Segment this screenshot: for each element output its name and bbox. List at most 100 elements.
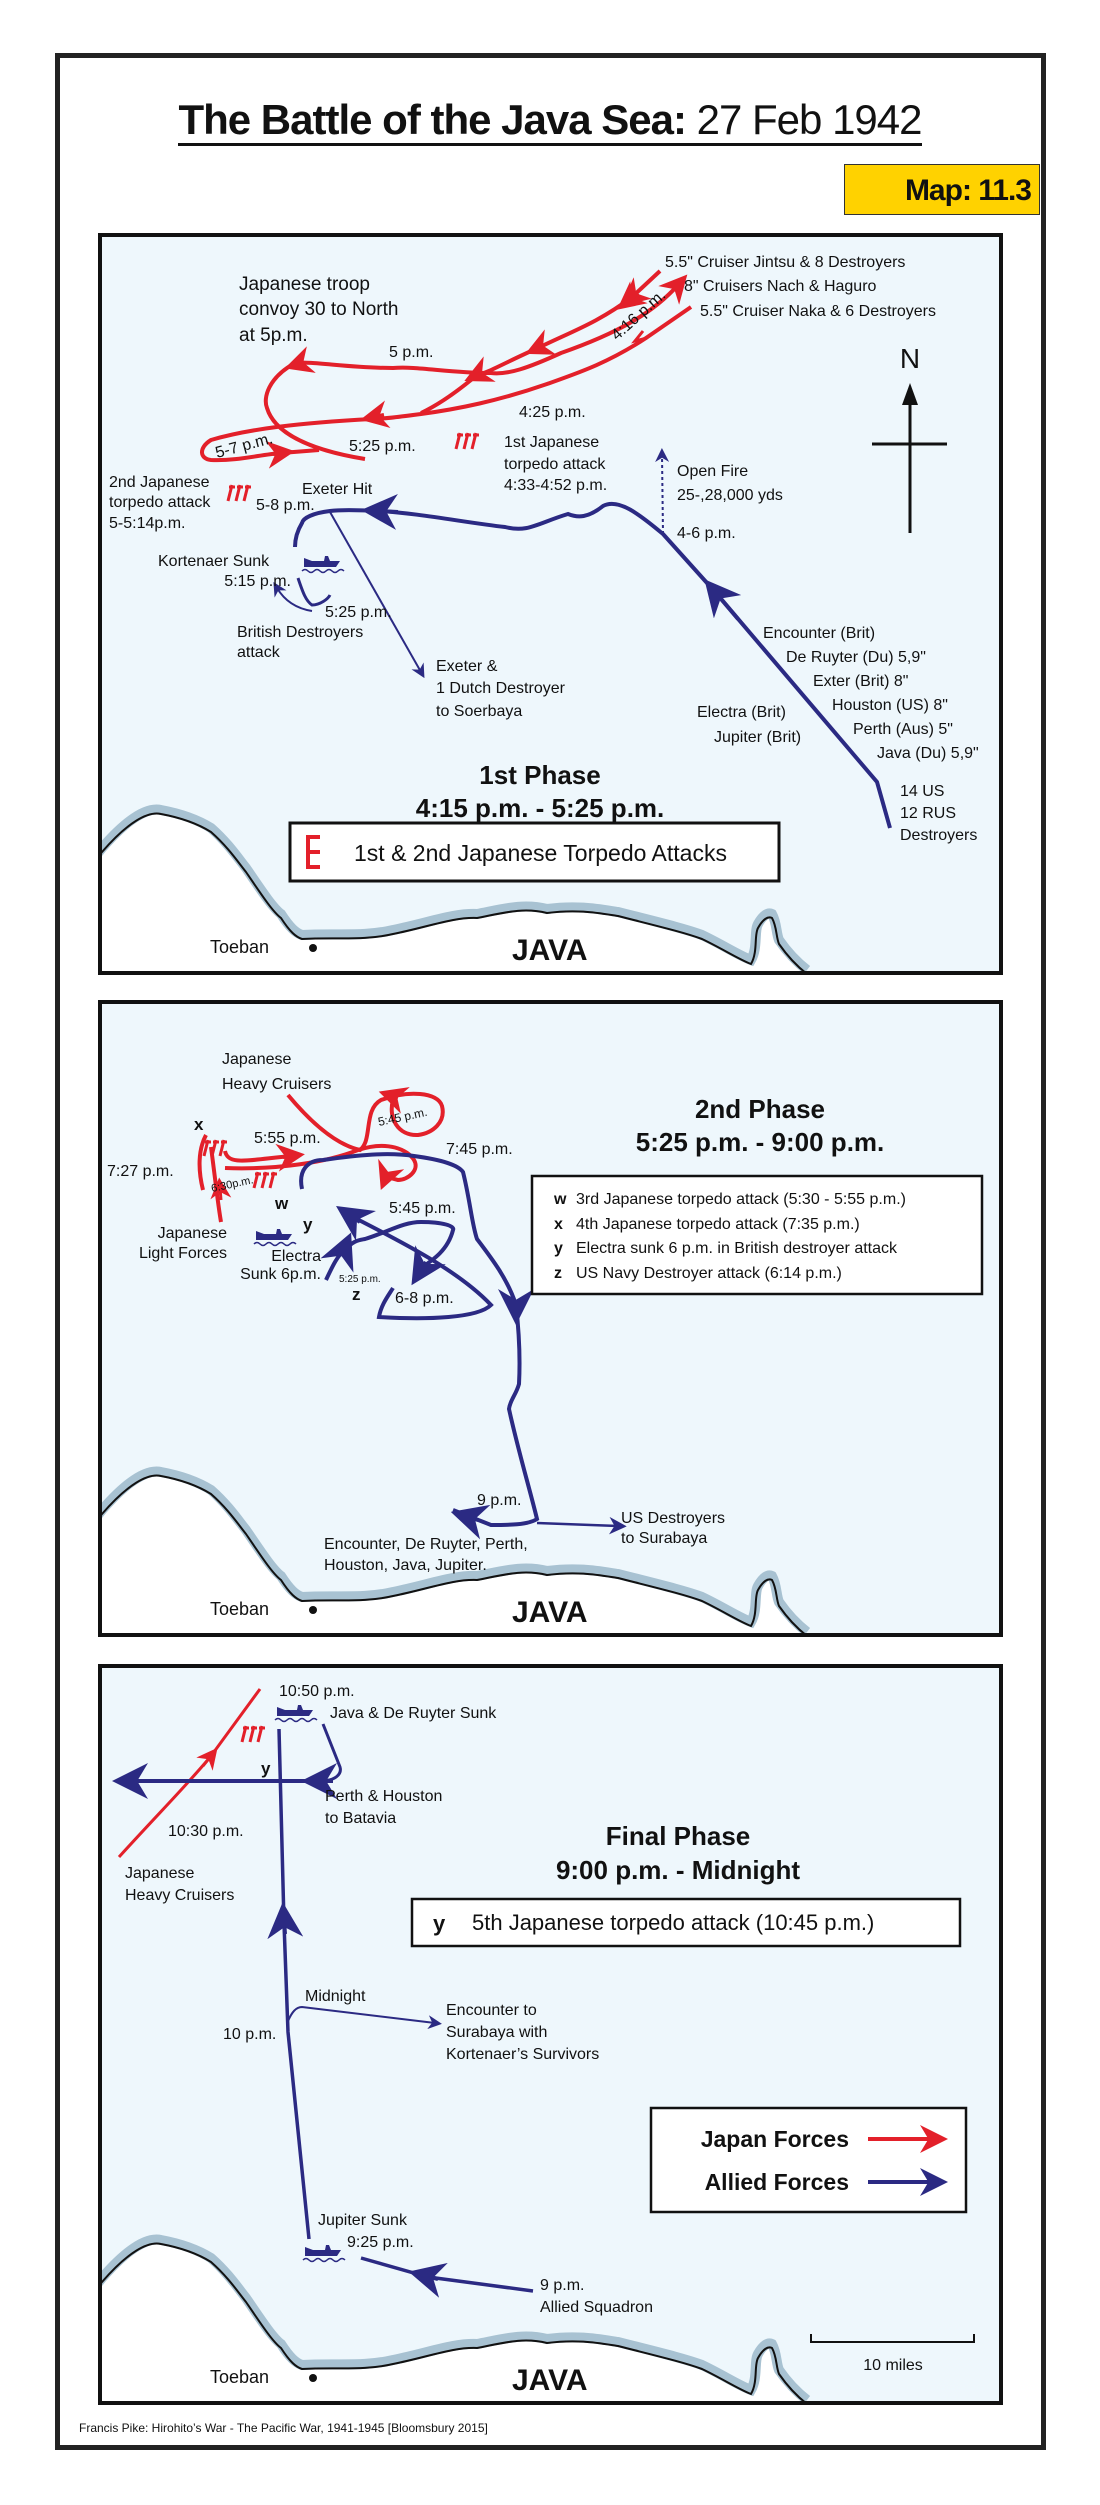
squadron-2: Allied Squadron bbox=[540, 2299, 653, 2316]
heavy-cruisers-1: Japanese bbox=[125, 1865, 194, 1882]
title-date: 27 Feb 1942 bbox=[696, 96, 923, 143]
destroyers-1: 14 US bbox=[900, 783, 944, 800]
allied-ship-6: Java (Du) 5,9" bbox=[877, 745, 979, 762]
torpedo-legend: 1st & 2nd Japanese Torpedo Attacks bbox=[288, 821, 781, 883]
exeter-hit: Exeter Hit bbox=[302, 481, 373, 498]
scale-bar bbox=[810, 2334, 975, 2343]
allied-forces-label: Allied Forces bbox=[705, 2169, 849, 2195]
map-number-badge: Map: 11.3 bbox=[844, 164, 1040, 215]
convoy-label-3: at 5p.m. bbox=[239, 325, 308, 346]
phase-2-time: 5:25 p.m. - 9:00 p.m. bbox=[636, 1127, 885, 1157]
squadron-1: 9 p.m. bbox=[540, 2277, 584, 2294]
legend-key-x: x bbox=[554, 1216, 563, 1233]
toeban-label: Toeban bbox=[210, 2367, 269, 2387]
time-555: 5:55 p.m. bbox=[254, 1130, 321, 1147]
final-phase-map: 10:50 p.m. Java & De Ruyter Sunk y Perth… bbox=[98, 1664, 1003, 2405]
first-attack-1: 1st Japanese bbox=[504, 434, 599, 451]
toeban-label: Toeban bbox=[210, 1599, 269, 1619]
java-label: JAVA bbox=[512, 2364, 588, 2397]
naka-label: 5.5" Cruiser Naka & 6 Destroyers bbox=[700, 303, 936, 320]
attack-legend: y 5th Japanese torpedo attack (10:45 p.m… bbox=[410, 1897, 962, 1948]
light-forces-2: Light Forces bbox=[139, 1245, 227, 1262]
final-phase-time: 9:00 p.m. - Midnight bbox=[556, 1855, 800, 1885]
phase-1-time: 4:15 p.m. - 5:25 p.m. bbox=[416, 793, 665, 823]
phase-2-map: Japanese Heavy Cruisers 2nd Phase 5:25 p… bbox=[98, 1000, 1003, 1637]
final-phase-title: Final Phase bbox=[606, 1821, 751, 1851]
electra-label: Electra (Brit) bbox=[697, 704, 786, 721]
nachi-haguro-label: 8" Cruisers Nach & Haguro bbox=[684, 278, 877, 295]
north-arrow: N bbox=[872, 343, 947, 533]
destroyers-3: Destroyers bbox=[900, 827, 977, 844]
british-2: attack bbox=[237, 644, 281, 661]
second-attack-2: torpedo attack bbox=[109, 494, 211, 511]
allied-group-2: Houston, Java, Jupiter. bbox=[324, 1557, 487, 1574]
time-6-8: 6-8 p.m. bbox=[395, 1290, 454, 1307]
perth-houston-2: to Batavia bbox=[325, 1810, 396, 1827]
scale-label: 10 miles bbox=[863, 2357, 923, 2374]
kortenaer-1: Kortenaer Sunk bbox=[158, 553, 270, 570]
time-745: 7:45 p.m. bbox=[446, 1141, 513, 1158]
time-727: 7:27 p.m. bbox=[107, 1163, 174, 1180]
heavy-cruisers-2: Heavy Cruisers bbox=[222, 1076, 331, 1093]
time-4-6: 4-6 p.m. bbox=[677, 525, 736, 542]
second-attack-1: 2nd Japanese bbox=[109, 474, 210, 491]
open-fire-1: Open Fire bbox=[677, 463, 748, 480]
marker-z: z bbox=[352, 1285, 361, 1304]
first-attack-2: torpedo attack bbox=[504, 456, 606, 473]
jupiter-sunk-1: Jupiter Sunk bbox=[318, 2212, 408, 2229]
allied-ship-3: Exter (Brit) 8" bbox=[813, 673, 908, 690]
convoy-label-1: Japanese troop bbox=[239, 274, 370, 295]
time-1050: 10:50 p.m. bbox=[279, 1683, 355, 1700]
allied-tracks bbox=[112, 1723, 534, 2298]
java-label: JAVA bbox=[512, 934, 588, 967]
japan-forces-label: Japan Forces bbox=[701, 2126, 849, 2152]
first-attack-3: 4:33-4:52 p.m. bbox=[504, 477, 607, 494]
time-525: 5:25 p.m. bbox=[339, 1274, 381, 1285]
exeter-2: 1 Dutch Destroyer bbox=[436, 680, 566, 697]
phase-1-title: 1st Phase bbox=[479, 760, 600, 790]
second-attack-3: 5-5:14p.m. bbox=[109, 515, 185, 532]
forces-legend: Japan Forces Allied Forces bbox=[649, 2106, 968, 2214]
title-main: The Battle of the Java Sea: bbox=[178, 96, 686, 143]
jintsu-label: 5.5" Cruiser Jintsu & 8 Destroyers bbox=[665, 254, 905, 271]
midnight-label: Midnight bbox=[305, 1988, 366, 2005]
time-5pm: 5 p.m. bbox=[389, 344, 433, 361]
encounter-2: Surabaya with bbox=[446, 2024, 547, 2041]
allied-ship-5: Perth (Aus) 5" bbox=[853, 721, 953, 738]
legend-key-w: w bbox=[553, 1191, 567, 1208]
encounter-1: Encounter to bbox=[446, 2002, 537, 2019]
legend-key-z: z bbox=[554, 1265, 562, 1282]
marker-y: y bbox=[261, 1759, 271, 1778]
java-de-ruyter-sunk: Java & De Ruyter Sunk bbox=[330, 1705, 497, 1722]
phase-2-title: 2nd Phase bbox=[695, 1094, 825, 1124]
electra-2: Sunk 6p.m. bbox=[240, 1266, 321, 1283]
allied-tracks bbox=[273, 448, 892, 829]
jupiter-sunk-2: 9:25 p.m. bbox=[347, 2234, 414, 2251]
open-fire-2: 25-,28,000 yds bbox=[677, 487, 783, 504]
torpedo-legend-label: 1st & 2nd Japanese Torpedo Attacks bbox=[354, 840, 727, 866]
allied-ship-2: De Ruyter (Du) 5,9" bbox=[786, 649, 926, 666]
heavy-cruisers-1: Japanese bbox=[222, 1051, 291, 1068]
exeter-1: Exeter & bbox=[436, 658, 498, 675]
toeban-dot bbox=[309, 2374, 317, 2382]
legend-key-y: y bbox=[554, 1240, 563, 1257]
time-525-b: 5:25 p.m. bbox=[325, 604, 392, 621]
time-1030: 10:30 p.m. bbox=[168, 1823, 244, 1840]
toeban-dot bbox=[309, 1606, 317, 1614]
toeban-label: Toeban bbox=[210, 937, 269, 957]
allied-ship-4: Houston (US) 8" bbox=[832, 697, 948, 714]
light-forces-1: Japanese bbox=[158, 1225, 227, 1242]
source-citation: Francis Pike: Hirohito’s War - The Pacif… bbox=[79, 2421, 488, 2435]
time-545-b: 5:45 p.m. bbox=[389, 1200, 456, 1217]
perth-houston-1: Perth & Houston bbox=[325, 1788, 442, 1805]
marker-w: w bbox=[274, 1194, 289, 1213]
kortenaer-2: 5:15 p.m. bbox=[224, 573, 291, 590]
legend-text-w: 3rd Japanese torpedo attack (5:30 - 5:55… bbox=[576, 1191, 906, 1208]
legend-key-y: y bbox=[433, 1911, 446, 1936]
marker-x: x bbox=[194, 1115, 204, 1134]
us-destroyers-1: US Destroyers bbox=[621, 1510, 725, 1527]
phase-1-map: N 5.5" Cruiser Jintsu & 8 Destroyers 8" … bbox=[98, 233, 1003, 975]
time-525: 5:25 p.m. bbox=[349, 438, 416, 455]
attack-legend: w 3rd Japanese torpedo attack (5:30 - 5:… bbox=[530, 1174, 984, 1296]
allied-group-1: Encounter, De Ruyter, Perth, bbox=[324, 1536, 528, 1553]
